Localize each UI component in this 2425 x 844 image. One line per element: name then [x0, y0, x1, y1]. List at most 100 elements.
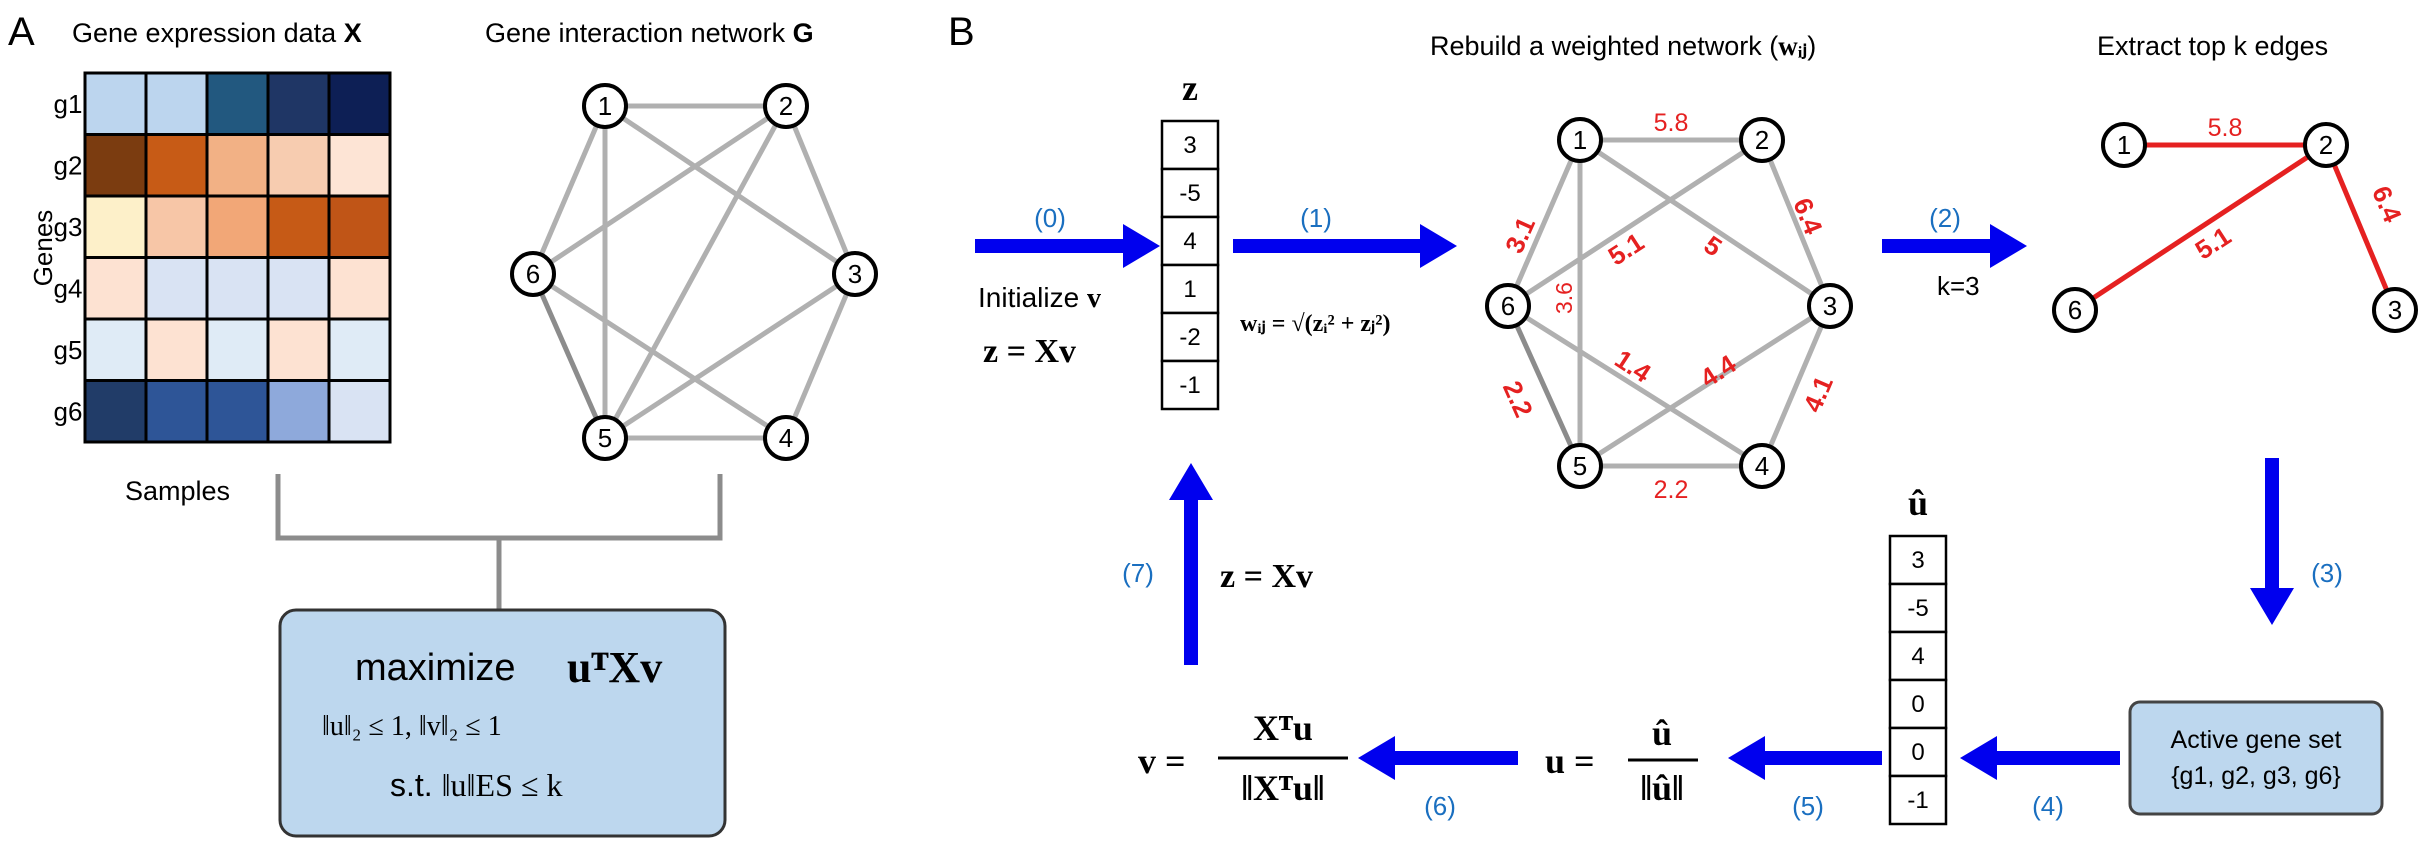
heatmap-cell [144, 194, 209, 259]
heatmap [83, 71, 392, 444]
connector-bracket [275, 474, 723, 610]
top-node-6 [2052, 287, 2098, 333]
heatmap-cell [266, 379, 331, 444]
active-gene-set-title: Active gene set [2171, 726, 2342, 754]
top-node-3-label: 3 [2388, 295, 2402, 325]
heatmap-cell [83, 194, 148, 259]
vector-cell [1160, 215, 1220, 267]
edge-6-4 [531, 271, 788, 441]
gene-label: g2 [54, 150, 83, 180]
w-node-6 [1485, 283, 1531, 329]
w-node-3 [1807, 283, 1853, 329]
u-equation-denominator: ‖û‖ [1640, 768, 1683, 808]
weight-2-3: 6.4 [1787, 194, 1829, 239]
heatmap-cell [327, 379, 392, 444]
arrows [975, 224, 2294, 780]
heatmap-cell [327, 256, 392, 321]
arrow-step-0 [975, 224, 1160, 268]
vector-cell [1160, 311, 1220, 363]
edge-2-3 [783, 105, 858, 275]
vector-value: 1 [1183, 276, 1196, 303]
node-3 [832, 251, 878, 297]
vector-value: -1 [1907, 787, 1928, 814]
vector-cell [1888, 726, 1948, 778]
heatmap-cell [205, 379, 270, 444]
step-label-5: (5) [1792, 791, 1824, 821]
top-node-2-label: 2 [2319, 130, 2333, 160]
weight-1-2: 5.8 [1654, 109, 1689, 137]
z-equals-xv-update: z = Xv [1220, 558, 1313, 595]
active-gene-set-members: {g1, g2, g3, g6} [2171, 762, 2341, 790]
heatmap-cell [144, 133, 209, 198]
node-5 [582, 415, 628, 461]
heatmap-cell [205, 256, 270, 321]
node-4-label: 4 [779, 423, 793, 453]
optimization-box-background [278, 608, 727, 838]
heatmap-cell [266, 256, 331, 321]
weight-4-5: 2.2 [1654, 476, 1689, 504]
heatmap-cell [327, 133, 392, 198]
edge-6-5 [530, 272, 608, 440]
rebuild-network-title: Rebuild a weighted network (wᵢⱼ) [1430, 31, 1816, 61]
vector-cell [1160, 119, 1220, 171]
w-edge-6-4 [1506, 303, 1764, 469]
arrow-step-3 [2250, 458, 2294, 625]
vector-value: 0 [1911, 739, 1924, 766]
node-6 [510, 251, 556, 297]
k-value-label: k=3 [1937, 271, 1980, 301]
initialize-v-text: Initialize v [978, 282, 1101, 314]
active-gene-set-background [2128, 700, 2384, 816]
w-node-2-label: 2 [1755, 125, 1769, 155]
w-node-5 [1557, 443, 1603, 489]
heatmap-cell [205, 194, 270, 259]
heatmap-cell [83, 71, 148, 136]
heatmap-cell [266, 317, 331, 382]
weight-1-6: 3.1 [1499, 212, 1541, 257]
top-edge-2-3 [2323, 144, 2398, 311]
weight-formula: wᵢⱼ = √(zᵢ² + zⱼ²) [1240, 311, 1390, 337]
w-node-3-label: 3 [1823, 291, 1837, 321]
gene-label: g4 [54, 273, 83, 303]
node-2 [763, 83, 809, 129]
vector-cell [1888, 774, 1948, 826]
top-weight-1-2: 5.8 [2208, 114, 2243, 142]
w-edge-3-4 [1759, 305, 1833, 467]
norm-constraints: ‖u‖₂ ≤ 1, ‖v‖₂ ≤ 1 [322, 711, 502, 742]
heatmap-cell [205, 317, 270, 382]
z-equals-xv-initial: z = Xv [983, 333, 1076, 370]
vector-value: 4 [1183, 228, 1196, 255]
top-edge-2-6 [2073, 142, 2328, 313]
vector-cell [1160, 167, 1220, 219]
step-label-1: (1) [1300, 203, 1332, 233]
top-node-1 [2101, 122, 2147, 168]
heatmap-title: Gene expression data X [72, 18, 362, 48]
gene-label: g5 [54, 335, 83, 365]
vector-value: 0 [1911, 691, 1924, 718]
weight-1-5: 3.6 [1551, 282, 1577, 314]
objective-expression: uᵀXv [567, 643, 662, 692]
node-5-label: 5 [598, 423, 612, 453]
node-4 [763, 415, 809, 461]
u-equation-numerator: û [1652, 713, 1672, 753]
edge-3-5 [603, 271, 857, 441]
weight-1-3: 5 [1699, 230, 1728, 263]
step-label-6: (6) [1424, 791, 1456, 821]
heatmap-cell [83, 256, 148, 321]
heatmap-cell [83, 317, 148, 382]
objective-word: maximize [355, 647, 515, 689]
w-edge-6-5 [1505, 304, 1583, 468]
weight-2-6: 5.1 [1603, 227, 1650, 272]
node-1 [582, 83, 628, 129]
panel-b-letter: B [948, 10, 975, 54]
heatmap-cell [266, 194, 331, 259]
network-title: Gene interaction network G [485, 18, 814, 48]
heatmap-cell [266, 71, 331, 136]
node-2-label: 2 [779, 91, 793, 121]
panel-a-letter: A [8, 10, 35, 54]
node-1-label: 1 [598, 91, 612, 121]
node-6-label: 6 [526, 259, 540, 289]
arrow-step-7 [1169, 463, 1213, 665]
vector-value: -5 [1907, 595, 1928, 622]
